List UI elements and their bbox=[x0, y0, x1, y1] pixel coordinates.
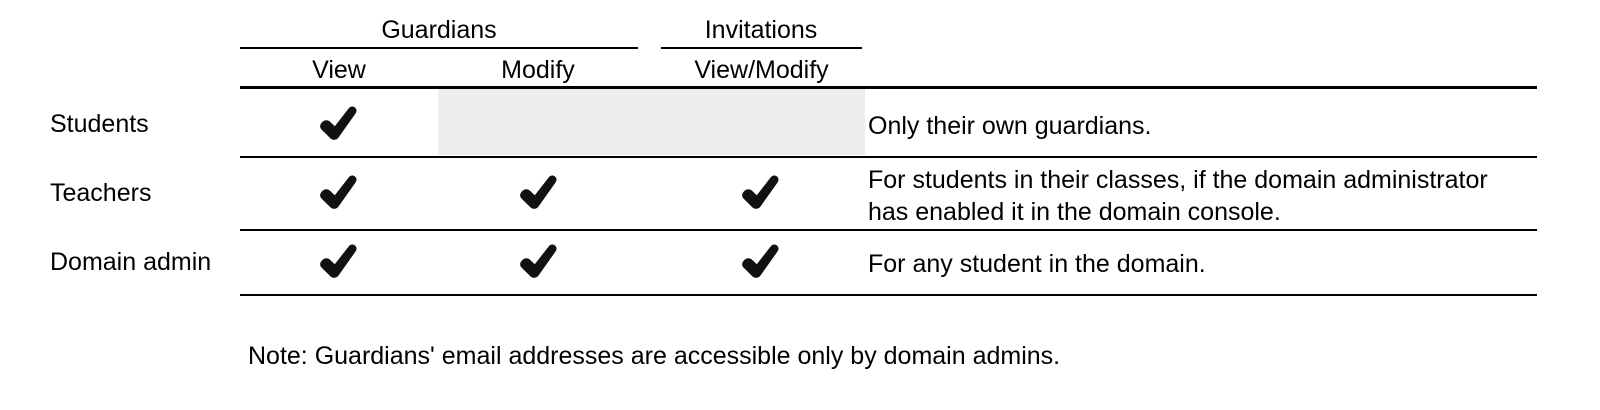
check-mark-icon bbox=[316, 102, 360, 146]
group-rule-guardians bbox=[240, 47, 638, 49]
group-rule-invitations bbox=[661, 47, 862, 49]
check-mark-icon bbox=[738, 240, 782, 284]
row-label-domain-admin: Domain admin bbox=[50, 248, 212, 276]
row-note-teachers: For students in their classes, if the do… bbox=[868, 166, 1488, 226]
row-note-students: Only their own guardians. bbox=[868, 112, 1152, 140]
table-footnote: Note: Guardians' email addresses are acc… bbox=[248, 342, 1061, 370]
column-header-guardians-modify: Modify bbox=[501, 56, 575, 84]
table-bottom-rule bbox=[240, 294, 1537, 296]
column-header-invitations-view-modify: View/Modify bbox=[694, 56, 829, 84]
table-header-rule bbox=[240, 86, 1537, 89]
check-mark-icon bbox=[316, 171, 360, 215]
check-mark-icon bbox=[516, 240, 560, 284]
check-mark-icon bbox=[738, 171, 782, 215]
check-mark-icon bbox=[316, 240, 360, 284]
column-header-guardians-view: View bbox=[312, 56, 366, 84]
row-label-teachers: Teachers bbox=[50, 179, 152, 207]
cell-students-not-available-shaded bbox=[438, 89, 865, 155]
row-note-domain-admin: For any student in the domain. bbox=[868, 250, 1206, 278]
check-mark-icon bbox=[516, 171, 560, 215]
row-rule-after-teachers bbox=[240, 229, 1537, 231]
column-group-header-guardians: Guardians bbox=[381, 16, 497, 44]
row-rule-after-students bbox=[240, 156, 1537, 158]
column-group-header-invitations: Invitations bbox=[704, 16, 818, 44]
row-label-students: Students bbox=[50, 110, 149, 138]
